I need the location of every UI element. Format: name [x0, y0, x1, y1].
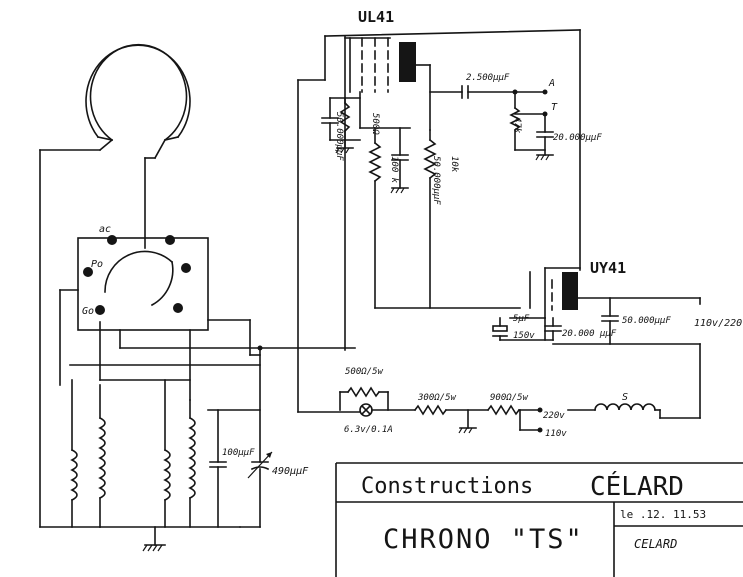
tube-ul41-label: UL41: [358, 8, 394, 26]
r-cathode-label: 500Ω: [370, 113, 380, 135]
c-output-label: 20.000μμF: [553, 133, 602, 143]
oscillator-coils: [70, 379, 196, 528]
signature: CELARD: [634, 537, 677, 551]
crt-pin-ac-label: ac: [99, 224, 111, 235]
drawing-date: le .12. 11.53: [620, 508, 706, 521]
crt-deflection-ring: [39, 43, 191, 249]
c-mains-label: 50.000μμF: [622, 316, 671, 326]
maker-label: Constructions: [361, 474, 533, 499]
r-series2-label: 900Ω/5w: [490, 393, 529, 403]
crt-socket: ac Po Go: [77, 224, 209, 331]
c-coupling-label: 2.500μμF: [466, 73, 510, 83]
tap-220-label: 220v: [543, 411, 565, 421]
c-rect2-label: 20.000 μμF: [562, 329, 617, 339]
r-heater-shunt-label: 500Ω/5w: [345, 367, 384, 377]
c-rect1b-label: 150v: [513, 331, 535, 341]
heater-chain: 500Ω/5w 6.3v/0.1A 300Ω/5w 900Ω/5w 220v 1…: [339, 367, 661, 439]
tube-ul41: [344, 35, 416, 351]
crt-pin-po-label: Po: [91, 259, 103, 270]
r-series1-label: 300Ω/5w: [417, 393, 457, 403]
c-rect1a-label: 5μF: [513, 314, 530, 324]
r-output-label: 47k: [512, 117, 522, 134]
crt-pin-go-label: Go: [82, 306, 94, 317]
tube-uy41-label: UY41: [590, 259, 626, 277]
choke-label: S: [622, 392, 628, 403]
lamp-label: 6.3v/0.1A: [344, 425, 393, 435]
r-grid-label: 100 k: [389, 156, 399, 184]
terminal-t-label: T: [551, 102, 558, 113]
mains-label: 110v/220v: [694, 318, 743, 329]
c-grid-label: 50.000μμF: [431, 156, 441, 205]
tap-110-label: 110v: [545, 429, 567, 439]
maker-name: CÉLARD: [590, 470, 684, 502]
ground-symbol-bottom: [142, 544, 166, 552]
tube-uy41: [529, 267, 581, 319]
r-plate-label: 10k: [449, 156, 459, 173]
terminal-a-label: A: [548, 78, 555, 89]
c-cathode-label: 50.000μμF: [334, 112, 344, 161]
c-tune-label: 490μμF: [272, 466, 309, 477]
c-tank-label: 100μμF: [222, 448, 255, 458]
model-name: CHRONO "TS": [383, 524, 584, 555]
title-block: Constructions CÉLARD CHRONO "TS" le .12.…: [335, 462, 743, 577]
